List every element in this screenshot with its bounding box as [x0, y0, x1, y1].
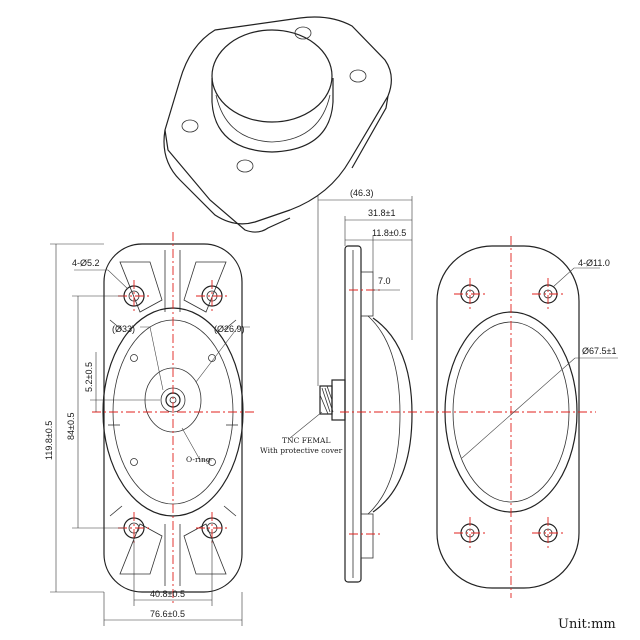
unit-label: Unit:mm	[558, 617, 616, 632]
front-dim-overall-height: 119.8±0.5	[44, 421, 54, 460]
rear-view: 4-Ø11.0 Ø67.5±1	[425, 236, 618, 598]
side-dim-body-depth: 31.8±1	[368, 208, 395, 218]
side-dim-total-depth: (46.3)	[350, 188, 374, 198]
front-hole-callout: 4-Ø5.2	[72, 258, 100, 268]
side-view: (46.3) 31.8±1 11.8±0.5 7.0 TNC FEMAL Wit…	[260, 188, 425, 583]
front-dim-hole-pitch-vertical: 84±0.5	[66, 413, 76, 440]
front-view: 4-Ø5.2 (Ø33) (Ø26.9) O-ring 119.8±0.5 84…	[44, 232, 254, 626]
rear-hole-callout: 4-Ø11.0	[578, 258, 610, 268]
front-dim-center-offset: 5.2±0.5	[84, 362, 94, 392]
side-connector-label: TNC FEMAL	[282, 436, 330, 445]
front-oring-label: O-ring	[186, 455, 211, 464]
front-dim-hole-pitch-horizontal: 40.8±0.5	[150, 589, 185, 599]
front-center-bore-label: (Ø33)	[112, 324, 135, 334]
side-connector-note: With protective cover	[260, 446, 343, 455]
side-dim-flange-depth: 11.8±0.5	[372, 228, 406, 238]
front-inner-bore-label: (Ø26.9)	[214, 324, 245, 334]
isometric-view	[163, 16, 392, 233]
front-dim-overall-width: 76.6±0.5	[150, 609, 185, 619]
rear-oval-diameter: Ø67.5±1	[582, 346, 616, 356]
side-dim-boss: 7.0	[378, 276, 391, 286]
